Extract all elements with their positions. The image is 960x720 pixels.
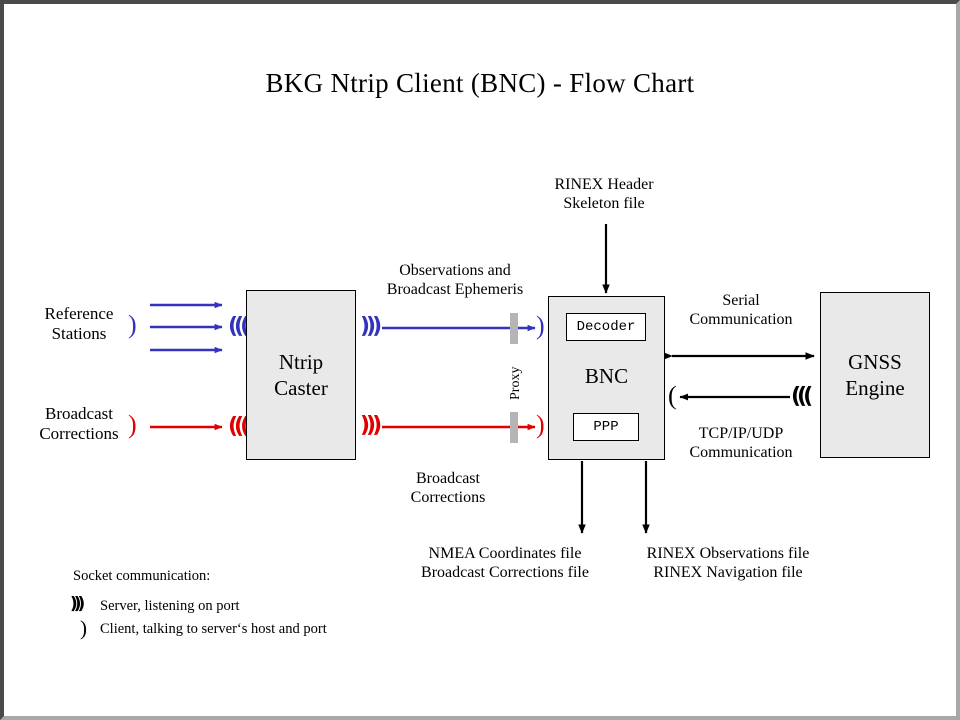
legend-client-text: Client, talking to serverʻs host and por… xyxy=(100,621,327,637)
ntrip-caster-label-line2: Caster xyxy=(274,376,328,400)
output-left-line2: Broadcast Corrections file xyxy=(421,563,589,581)
server-wave-icon-caster-out-red: ))) xyxy=(360,413,382,438)
broadcast-corrections-line2: Corrections xyxy=(39,424,119,444)
client-paren-icon-broadcast-corrections: ) xyxy=(128,410,137,439)
label-reference-stations: Reference Stations xyxy=(45,304,114,344)
page-title: BKG Ntrip Client (BNC) - Flow Chart xyxy=(265,68,695,98)
rinex-header-line2: Skeleton file xyxy=(563,194,645,212)
gnss-engine-box[interactable]: GNSS Engine xyxy=(820,292,930,458)
bnc-label: BNC xyxy=(584,364,629,388)
server-wave-icon-caster-out-blue: ))) xyxy=(360,314,382,339)
server-wave-icon-caster-in-red: ((( xyxy=(228,414,250,439)
gnss-engine-label-line2: Engine xyxy=(845,376,905,400)
proxy-label: Proxy xyxy=(508,366,523,400)
tcp-line1: TCP/IP/UDP xyxy=(698,425,784,442)
serial-line1: Serial xyxy=(722,292,760,309)
output-left-line1: NMEA Coordinates file xyxy=(428,545,582,562)
ppp-module[interactable]: PPP xyxy=(573,413,639,441)
client-paren-icon-reference-stations: ) xyxy=(128,310,137,339)
client-paren-icon-bnc-blue: ) xyxy=(536,311,545,340)
legend-heading: Socket communication: xyxy=(73,568,211,584)
label-output-left: NMEA Coordinates file Broadcast Correcti… xyxy=(421,545,589,583)
label-output-right: RINEX Observations file RINEX Navigation… xyxy=(647,545,810,583)
legend-server-wave-icon: ))) xyxy=(70,594,85,614)
label-rinex-header-skeleton: RINEX Header Skeleton file xyxy=(554,176,653,214)
label-broadcast-corrections-left: Broadcast Corrections xyxy=(39,404,118,444)
broadcast-corrections-line1: Broadcast xyxy=(45,404,113,423)
legend-client-paren-icon: ) xyxy=(80,616,87,640)
serial-line2: Communication xyxy=(689,310,793,328)
output-right-line1: RINEX Observations file xyxy=(646,545,810,562)
label-tcp-communication: TCP/IP/UDP Communication xyxy=(689,425,792,463)
broadcast-corr-mid-line1: Broadcast xyxy=(416,470,480,487)
client-paren-icon-bnc-red: ) xyxy=(536,410,545,439)
decoder-label: Decoder xyxy=(576,319,636,335)
ppp-label: PPP xyxy=(593,419,619,435)
reference-stations-line2: Stations xyxy=(51,324,107,344)
observations-line2: Broadcast Ephemeris xyxy=(386,280,524,298)
tcp-line2: Communication xyxy=(689,443,793,461)
gnss-engine-label-line1: GNSS xyxy=(848,349,902,374)
label-serial-communication: Serial Communication xyxy=(689,292,792,330)
reference-stations-line1: Reference xyxy=(44,304,114,323)
client-paren-icon-bnc-tcp: ( xyxy=(668,381,677,410)
observations-line1: Observations and xyxy=(399,262,511,279)
output-right-line2: RINEX Navigation file xyxy=(653,563,803,581)
proxy-bar-top xyxy=(510,313,518,344)
ntrip-caster-box[interactable]: Ntrip Caster xyxy=(246,290,356,460)
broadcast-corr-mid-line2: Corrections xyxy=(410,488,486,506)
proxy-bar-bottom xyxy=(510,412,518,443)
label-observations-ephemeris: Observations and Broadcast Ephemeris xyxy=(387,262,523,300)
server-wave-icon-gnss: ((( xyxy=(791,384,813,409)
server-wave-icon-caster-in-blue: ((( xyxy=(228,314,250,339)
legend-server-text: Server, listening on port xyxy=(100,598,240,614)
decoder-module[interactable]: Decoder xyxy=(566,313,646,341)
label-broadcast-corrections-mid: Broadcast Corrections xyxy=(411,470,486,508)
rinex-header-line1: RINEX Header xyxy=(554,176,654,193)
ntrip-caster-label-line1: Ntrip xyxy=(278,349,324,374)
